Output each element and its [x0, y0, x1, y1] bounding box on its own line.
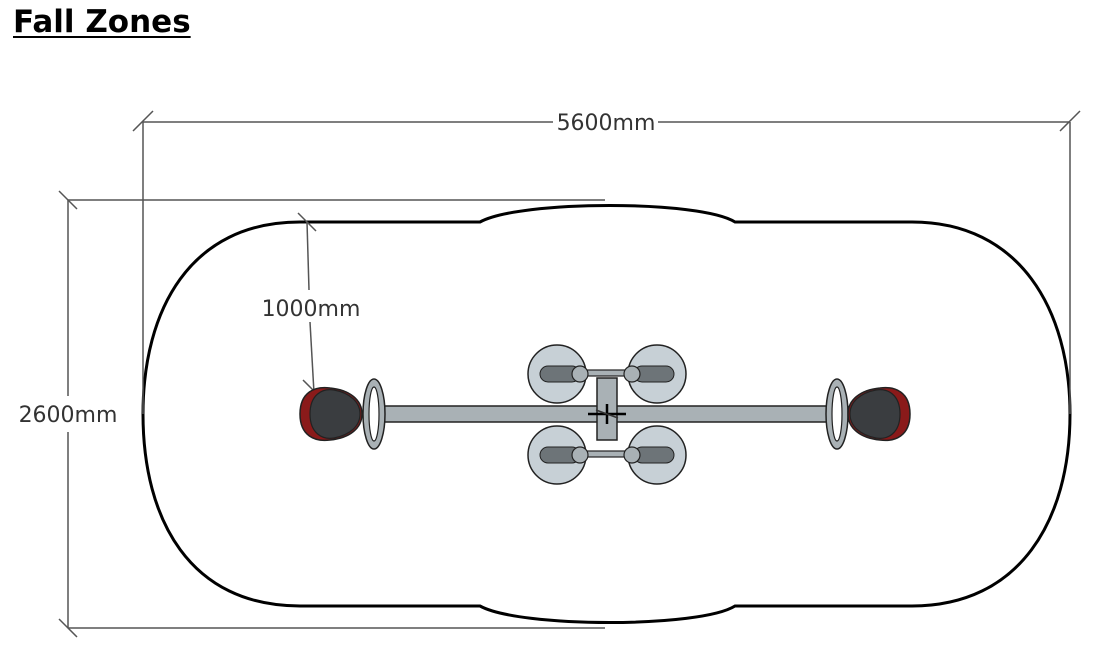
footrest-bottom-right-icon: [623, 425, 687, 485]
page-title: Fall Zones: [13, 4, 191, 40]
footrest-bottom-left-icon: [527, 425, 589, 485]
seat-left-icon: [299, 386, 363, 442]
height-dimension: [58, 190, 605, 638]
handle-left-icon: [362, 378, 386, 450]
width-dimension-label: 5600mm: [557, 111, 656, 136]
height-dimension-label: 2600mm: [19, 403, 118, 428]
seesaw-plan-view-icon: [299, 344, 911, 485]
footrest-top-left-icon: [527, 344, 589, 404]
offset-dimension: [297, 212, 318, 395]
handle-right-icon: [825, 378, 849, 450]
footrest-top-right-icon: [623, 344, 687, 404]
seat-right-icon: [847, 386, 911, 442]
offset-dimension-label: 1000mm: [262, 297, 361, 322]
width-dimension: [132, 110, 1081, 414]
fall-zone-outline: [141, 204, 1072, 624]
